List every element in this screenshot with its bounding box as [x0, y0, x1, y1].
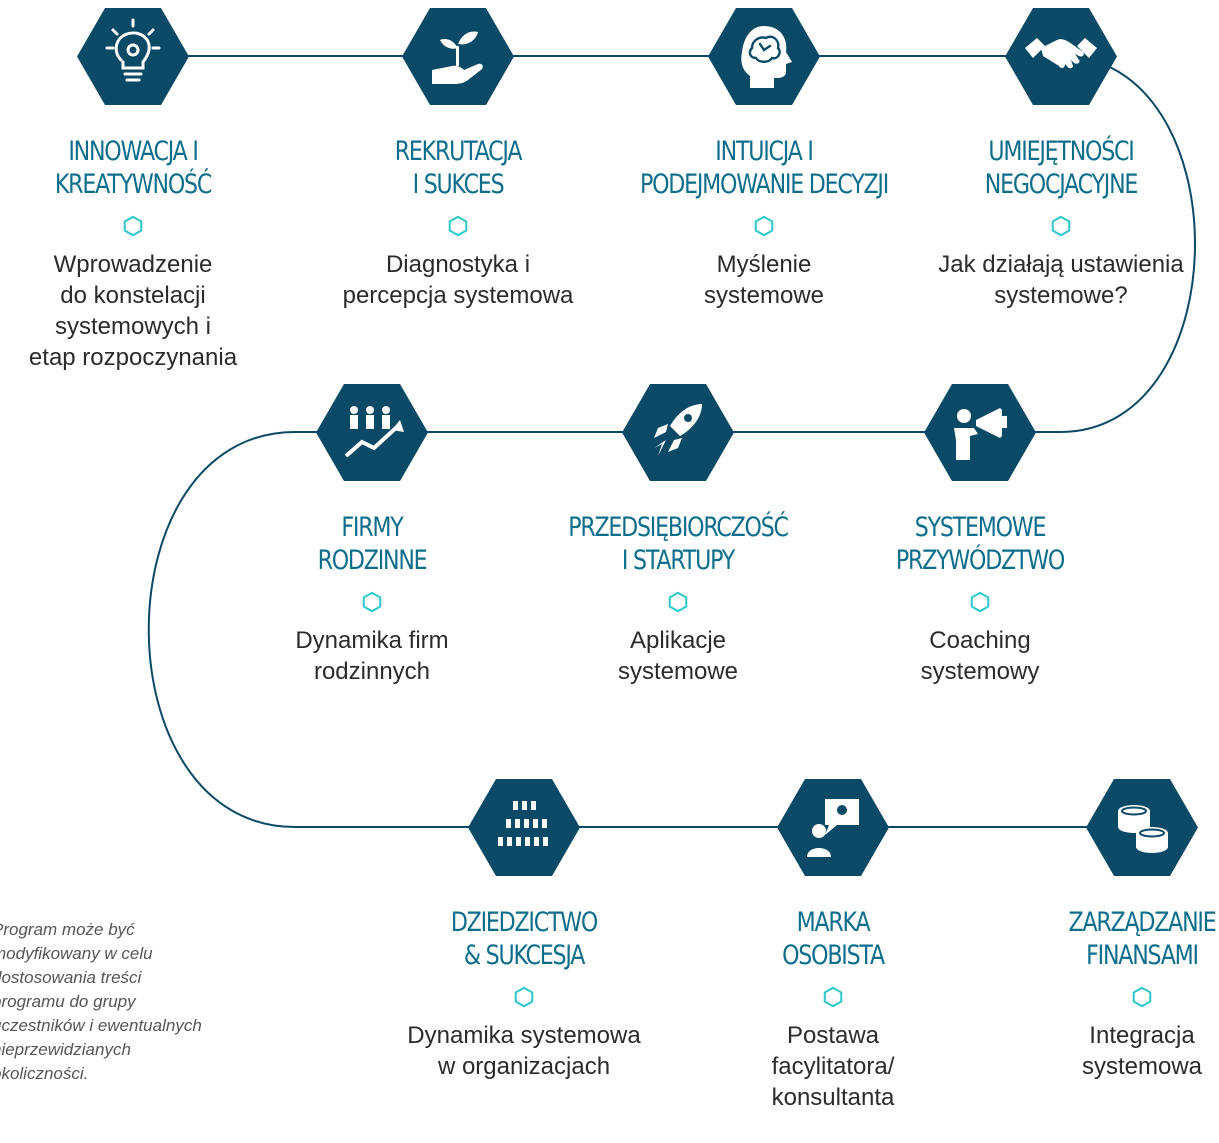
hexagon-bullet-icon [448, 215, 468, 237]
hexagon-bullet-icon [970, 591, 990, 613]
hexagon-bullet-icon [1132, 986, 1152, 1008]
lightbulb-gear-icon [77, 8, 189, 105]
head-brain-icon [708, 8, 820, 105]
step-title: DZIEDZICTWO& SUKCESJA [450, 907, 598, 971]
hexagon-bullet-icon [668, 591, 688, 613]
presenter-idea-icon [777, 779, 889, 876]
hand-sprout-icon [402, 8, 514, 105]
people-growth-icon [316, 384, 428, 481]
rocket-icon [622, 384, 734, 481]
hexagon-bullet-icon [123, 215, 143, 237]
megaphone-person-icon [924, 384, 1036, 481]
hexagon-bullet-icon [514, 986, 534, 1008]
step-dziedzictwo: DZIEDZICTWO& SUKCESJA Dynamika systemowa… [364, 779, 684, 1082]
hexagon-bullet-icon [362, 591, 382, 613]
hexagon-bullet-icon [754, 215, 774, 237]
people-pyramid-icon [468, 779, 580, 876]
hexagon-bullet-icon [823, 986, 843, 1008]
hexagon-bullet-icon [1051, 215, 1071, 237]
handshake-icon [1005, 8, 1117, 105]
coins-icon [1086, 779, 1198, 876]
